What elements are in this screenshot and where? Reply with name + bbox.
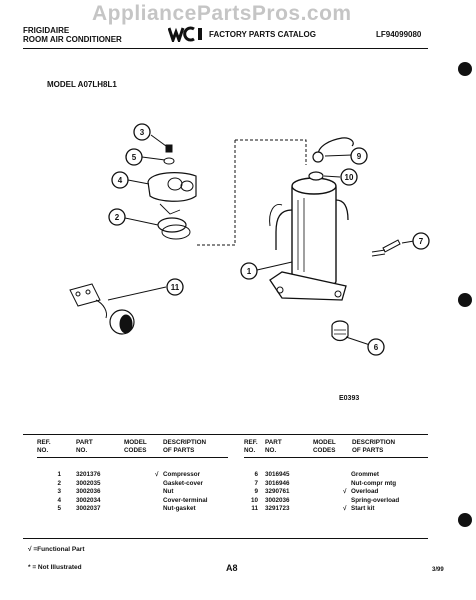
catalog-title: FACTORY PARTS CATALOG (209, 30, 316, 39)
wci-logo-icon (168, 26, 202, 42)
table-row-part: 3016945 (265, 471, 290, 478)
functional-mark: √ (343, 488, 347, 496)
binder-hole (458, 62, 472, 76)
functional-mark (343, 471, 346, 480)
table-row-ref: 11 (251, 505, 258, 513)
product-name: ROOM AIR CONDITIONER (23, 35, 122, 44)
table-row-description: Grommet (351, 471, 379, 478)
col-header-ref: REF. NO. (37, 439, 51, 454)
callout-2: 2 (115, 213, 120, 222)
functional-mark (155, 497, 158, 506)
callout-4: 4 (118, 176, 123, 185)
callout-3: 3 (140, 128, 145, 137)
table-row-part: 3291723 (265, 505, 290, 513)
table-header-rule (244, 457, 428, 458)
functional-mark: √ (155, 471, 159, 478)
table-row-ref: 10 (250, 496, 258, 504)
functional-mark: √ (343, 505, 347, 513)
callout-1: 1 (247, 267, 252, 276)
callout-9: 9 (357, 152, 362, 161)
diagram-code: E0393 (339, 395, 360, 402)
table-row-part: 3016946 (265, 479, 290, 487)
table-row-ref: 2 (57, 479, 61, 487)
callout-7: 7 (419, 237, 424, 246)
table-row-ref: 5 (57, 505, 61, 513)
table-row-part: 3002035 (76, 479, 101, 487)
table-row-description: Compressor (163, 471, 201, 478)
col-header-part: PART NO. (76, 439, 93, 454)
table-row-ref: 9 (254, 488, 258, 496)
table-row-part: 3002036 (265, 496, 290, 504)
table-row-part: 3002037 (76, 505, 101, 513)
col-header-description: DESCRIPTION OF PARTS (352, 439, 396, 454)
table-bottom-rule (23, 538, 428, 539)
callout-6: 6 (374, 343, 379, 352)
table-row-ref: 1 (57, 471, 61, 478)
col-header-part: PART NO. (265, 439, 282, 454)
table-row-description: Gasket-cover (163, 479, 203, 487)
table-row-description: Spring-overload (351, 496, 400, 504)
table-row-part: 3002036 (76, 488, 101, 496)
binder-hole (458, 293, 472, 307)
page-number: A8 (226, 563, 238, 573)
table-row-ref: 6 (254, 471, 258, 478)
functional-mark (343, 480, 346, 489)
table-row-description: Overload (351, 488, 379, 496)
table-row-description: Start kit (351, 505, 375, 513)
table-row-description: Cover-terminal (163, 496, 208, 504)
table-row-part: 3290761 (265, 488, 290, 496)
not-illustrated-note: * = Not Illustrated (28, 564, 82, 571)
binder-hole (458, 513, 472, 527)
table-row-description: Nut (163, 488, 174, 496)
table-row-description: Nut-gasket (163, 505, 196, 513)
brand-name: FRIGIDAIRE (23, 26, 70, 35)
functional-mark (155, 480, 158, 489)
table-header-rule (37, 457, 228, 458)
table-row-description: Nut-compr mtg (351, 479, 397, 487)
table-row-part: 3201376 (76, 471, 101, 478)
table-row-ref: 7 (254, 479, 258, 487)
col-header-ref: REF. NO. (244, 439, 258, 454)
functional-mark (155, 488, 158, 497)
table-row-ref: 3 (57, 488, 61, 496)
callout-10: 10 (345, 173, 354, 182)
callout-11: 11 (171, 283, 180, 292)
watermark: AppliancePartsPros.com (92, 2, 352, 25)
header-rule (23, 48, 428, 49)
callout-5: 5 (132, 153, 137, 162)
functional-mark (343, 497, 346, 506)
model-label: MODEL A07LH8L1 (47, 80, 117, 89)
table-row-part: 3002034 (76, 496, 101, 504)
table-row-ref: 4 (57, 496, 61, 504)
col-header-model: MODEL CODES (313, 439, 336, 454)
catalog-number: LF94099080 (376, 30, 422, 39)
functional-part-note: √ =Functional Part (28, 546, 85, 553)
revision-date: 3/99 (432, 567, 444, 573)
col-header-model: MODEL CODES (124, 439, 147, 454)
col-header-description: DESCRIPTION OF PARTS (163, 439, 207, 454)
table-top-rule (23, 434, 428, 435)
functional-mark (155, 505, 158, 514)
